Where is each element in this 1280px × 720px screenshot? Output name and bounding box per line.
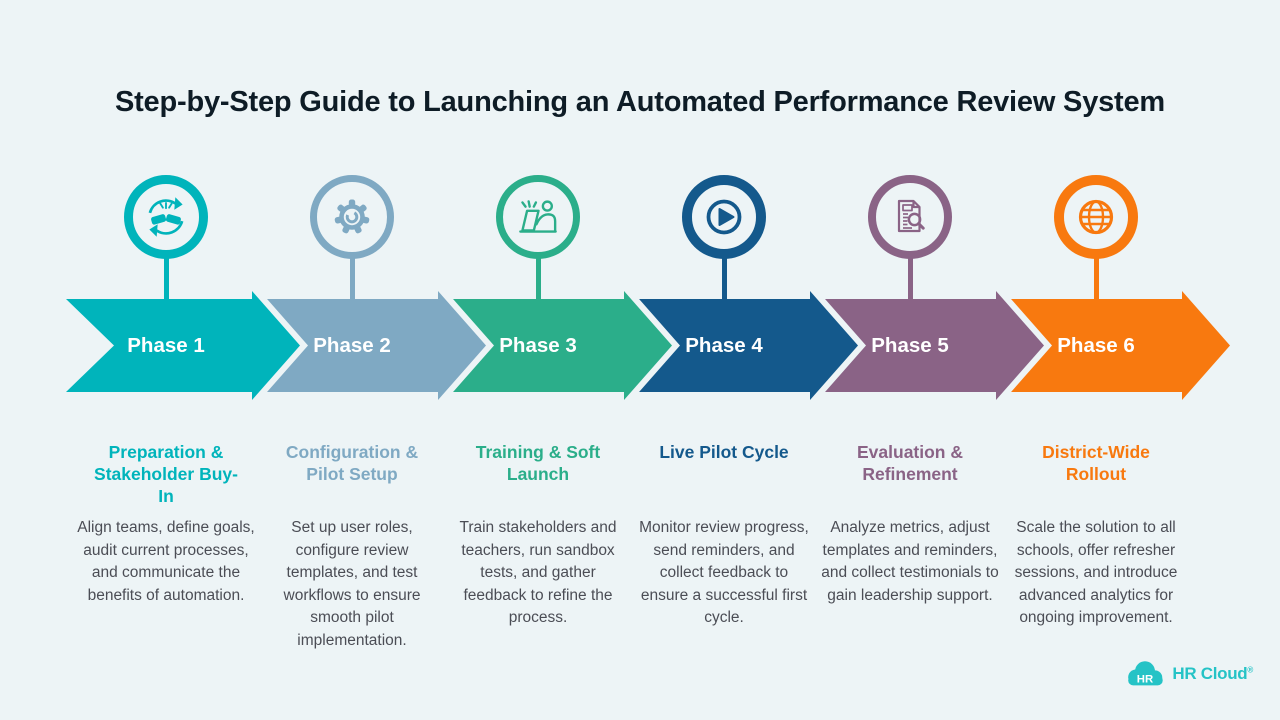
- phase-2-heading: Configuration & Pilot Setup: [285, 442, 419, 484]
- phase-3-description: Train stakeholders and teachers, run san…: [459, 519, 617, 626]
- phase-5-connector-line: [907, 258, 913, 302]
- globe-icon: [1070, 191, 1122, 243]
- phase-arrow-band: [51, 285, 1238, 410]
- phase-6-description: Scale the solution to all schools, offer…: [1014, 519, 1178, 626]
- phase-5-arrow-label: Phase 5: [871, 334, 949, 357]
- logo-text: HR Cloud: [1172, 664, 1248, 683]
- phase-3-connector-line: [535, 258, 541, 302]
- phase-6-heading: District-Wide Rollout: [1042, 442, 1150, 484]
- training-laptop-icon: [511, 190, 565, 244]
- phase-6-connector-line: [1093, 258, 1099, 302]
- phase-4-heading: Live Pilot Cycle: [659, 442, 789, 462]
- phase-1-description: Align teams, define goals, audit current…: [77, 519, 255, 604]
- phase-1-arrow: [51, 285, 308, 410]
- phase-2-icon-circle: [310, 175, 394, 259]
- phase-1-heading: Preparation & Stakeholder Buy-In: [94, 442, 238, 506]
- phase-3-heading: Training & Soft Launch: [475, 442, 601, 484]
- phase-5-description: Analyze metrics, adjust templates and re…: [821, 519, 999, 604]
- phase-4-icon-circle: [682, 175, 766, 259]
- hr-cloud-wordmark: HR Cloud®: [1172, 664, 1253, 684]
- gear-icon: [326, 191, 378, 243]
- phase-3-icon-circle: [496, 175, 580, 259]
- phase-3-arrow-label: Phase 3: [499, 334, 577, 357]
- phase-4-connector-line: [721, 258, 727, 302]
- phase-6-icon-circle: [1054, 175, 1138, 259]
- play-icon: [698, 191, 750, 243]
- handshake-cycle-icon: [139, 190, 193, 244]
- phase-2-connector-line: [349, 258, 355, 302]
- phase-4-arrow-label: Phase 4: [685, 334, 763, 357]
- phase-5-heading: Evaluation & Refinement: [857, 442, 963, 484]
- hr-cloud-logo: HR HR Cloud®: [1125, 659, 1253, 689]
- phase-5-icon-circle: [868, 175, 952, 259]
- phase-4-description: Monitor review progress, send reminders,…: [639, 519, 809, 626]
- page-title: Step-by-Step Guide to Launching an Autom…: [114, 86, 1166, 118]
- phase-2-arrow-label: Phase 2: [313, 334, 391, 357]
- hr-cloud-icon: HR: [1128, 661, 1164, 686]
- phase-2-description: Set up user roles, configure review temp…: [283, 519, 421, 649]
- phase-1-arrow-label: Phase 1: [127, 334, 205, 357]
- logo-badge-text: HR: [1137, 674, 1153, 686]
- phase-6-arrow-label: Phase 6: [1057, 334, 1135, 357]
- document-search-icon: [884, 191, 936, 243]
- phase-1-icon-circle: [124, 175, 208, 259]
- registered-mark: ®: [1247, 665, 1253, 675]
- phase-1-connector-line: [163, 258, 169, 302]
